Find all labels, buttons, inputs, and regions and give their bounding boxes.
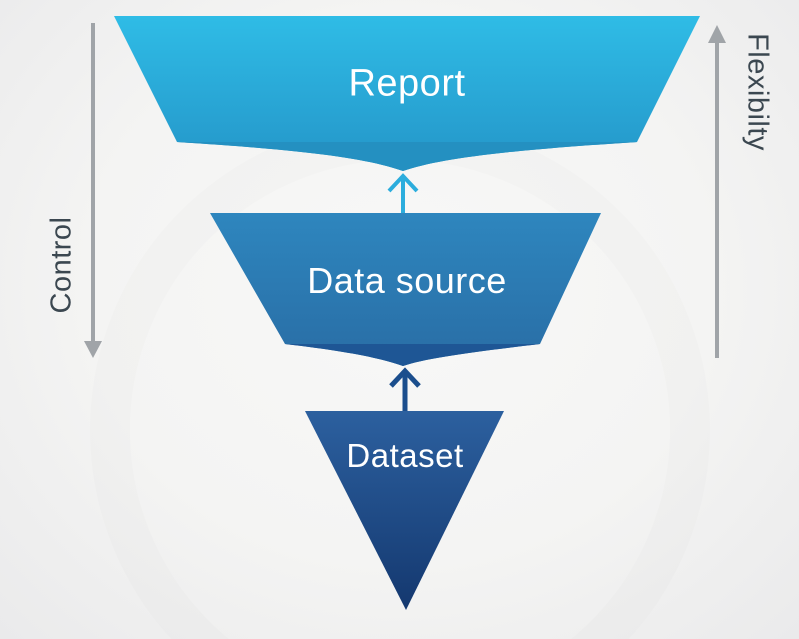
connector-dark-arrowhead — [389, 367, 421, 388]
stage-shape-datasource — [210, 213, 601, 366]
stage-shape-dataset — [305, 411, 504, 610]
flexibility-axis-arrowhead-up — [708, 25, 726, 43]
control-axis-arrow — [84, 23, 102, 358]
control-axis-label: Control — [45, 216, 78, 314]
report-fold-wedge — [177, 142, 637, 171]
stage-shape-report — [114, 16, 700, 171]
flexibility-axis-arrow — [708, 25, 726, 358]
connector-arrow-datasource-to-report — [387, 173, 419, 213]
datasource-trapezoid — [210, 213, 601, 366]
connector-light-arrowhead — [387, 173, 419, 193]
datasource-fold-wedge — [285, 344, 540, 366]
connector-arrow-dataset-to-datasource — [389, 367, 421, 411]
stage-label-report: Report — [348, 62, 466, 105]
report-trapezoid — [114, 16, 700, 171]
control-axis-arrowhead-down — [84, 341, 102, 358]
stage-label-datasource: Data source — [307, 260, 507, 301]
stage-label-dataset: Dataset — [346, 437, 464, 474]
flexibility-axis-label: Flexibilty — [741, 33, 774, 151]
